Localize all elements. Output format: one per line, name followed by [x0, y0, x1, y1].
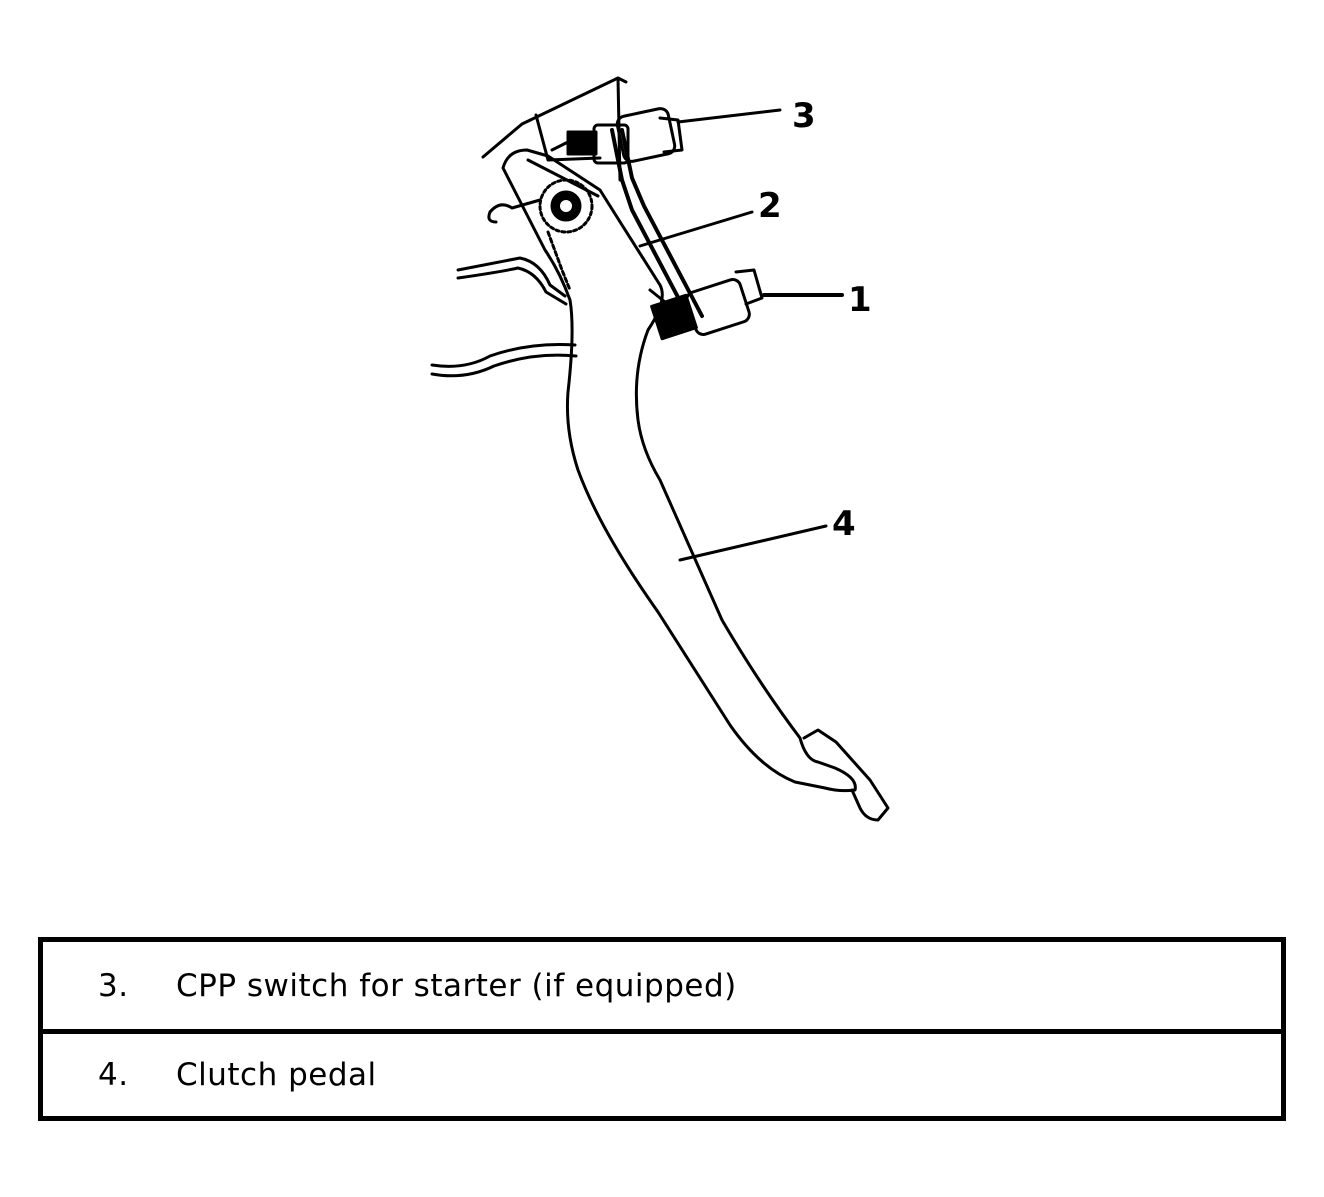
callout-3: 3	[792, 96, 816, 136]
legend-description: Clutch pedal	[176, 1057, 377, 1093]
leader-line-3	[676, 108, 782, 124]
leader-lines	[638, 108, 844, 562]
legend-number: 3.	[98, 967, 129, 1004]
callout-2: 2	[758, 186, 782, 226]
pedal-pivot	[487, 178, 594, 292]
callout-4: 4	[832, 504, 856, 544]
leader-line-4	[678, 524, 828, 562]
callout-1: 1	[848, 280, 872, 320]
legend-number: 4.	[98, 1057, 129, 1093]
legend-row: 3. CPP switch for starter (if equipped)	[43, 942, 1281, 1029]
clutch-pedal-diagram: 3 2 1 4	[430, 76, 890, 822]
legend-description: CPP switch for starter (if equipped)	[176, 967, 737, 1004]
clutch-pedal-arm	[501, 148, 890, 822]
lower-switch	[648, 268, 764, 341]
legend-row: 4. Clutch pedal	[43, 1029, 1281, 1116]
cpp-switch-starter	[550, 107, 684, 165]
wiring-harness	[430, 256, 578, 378]
legend-table: 3. CPP switch for starter (if equipped) …	[38, 937, 1286, 1121]
leader-line-2	[638, 210, 754, 248]
